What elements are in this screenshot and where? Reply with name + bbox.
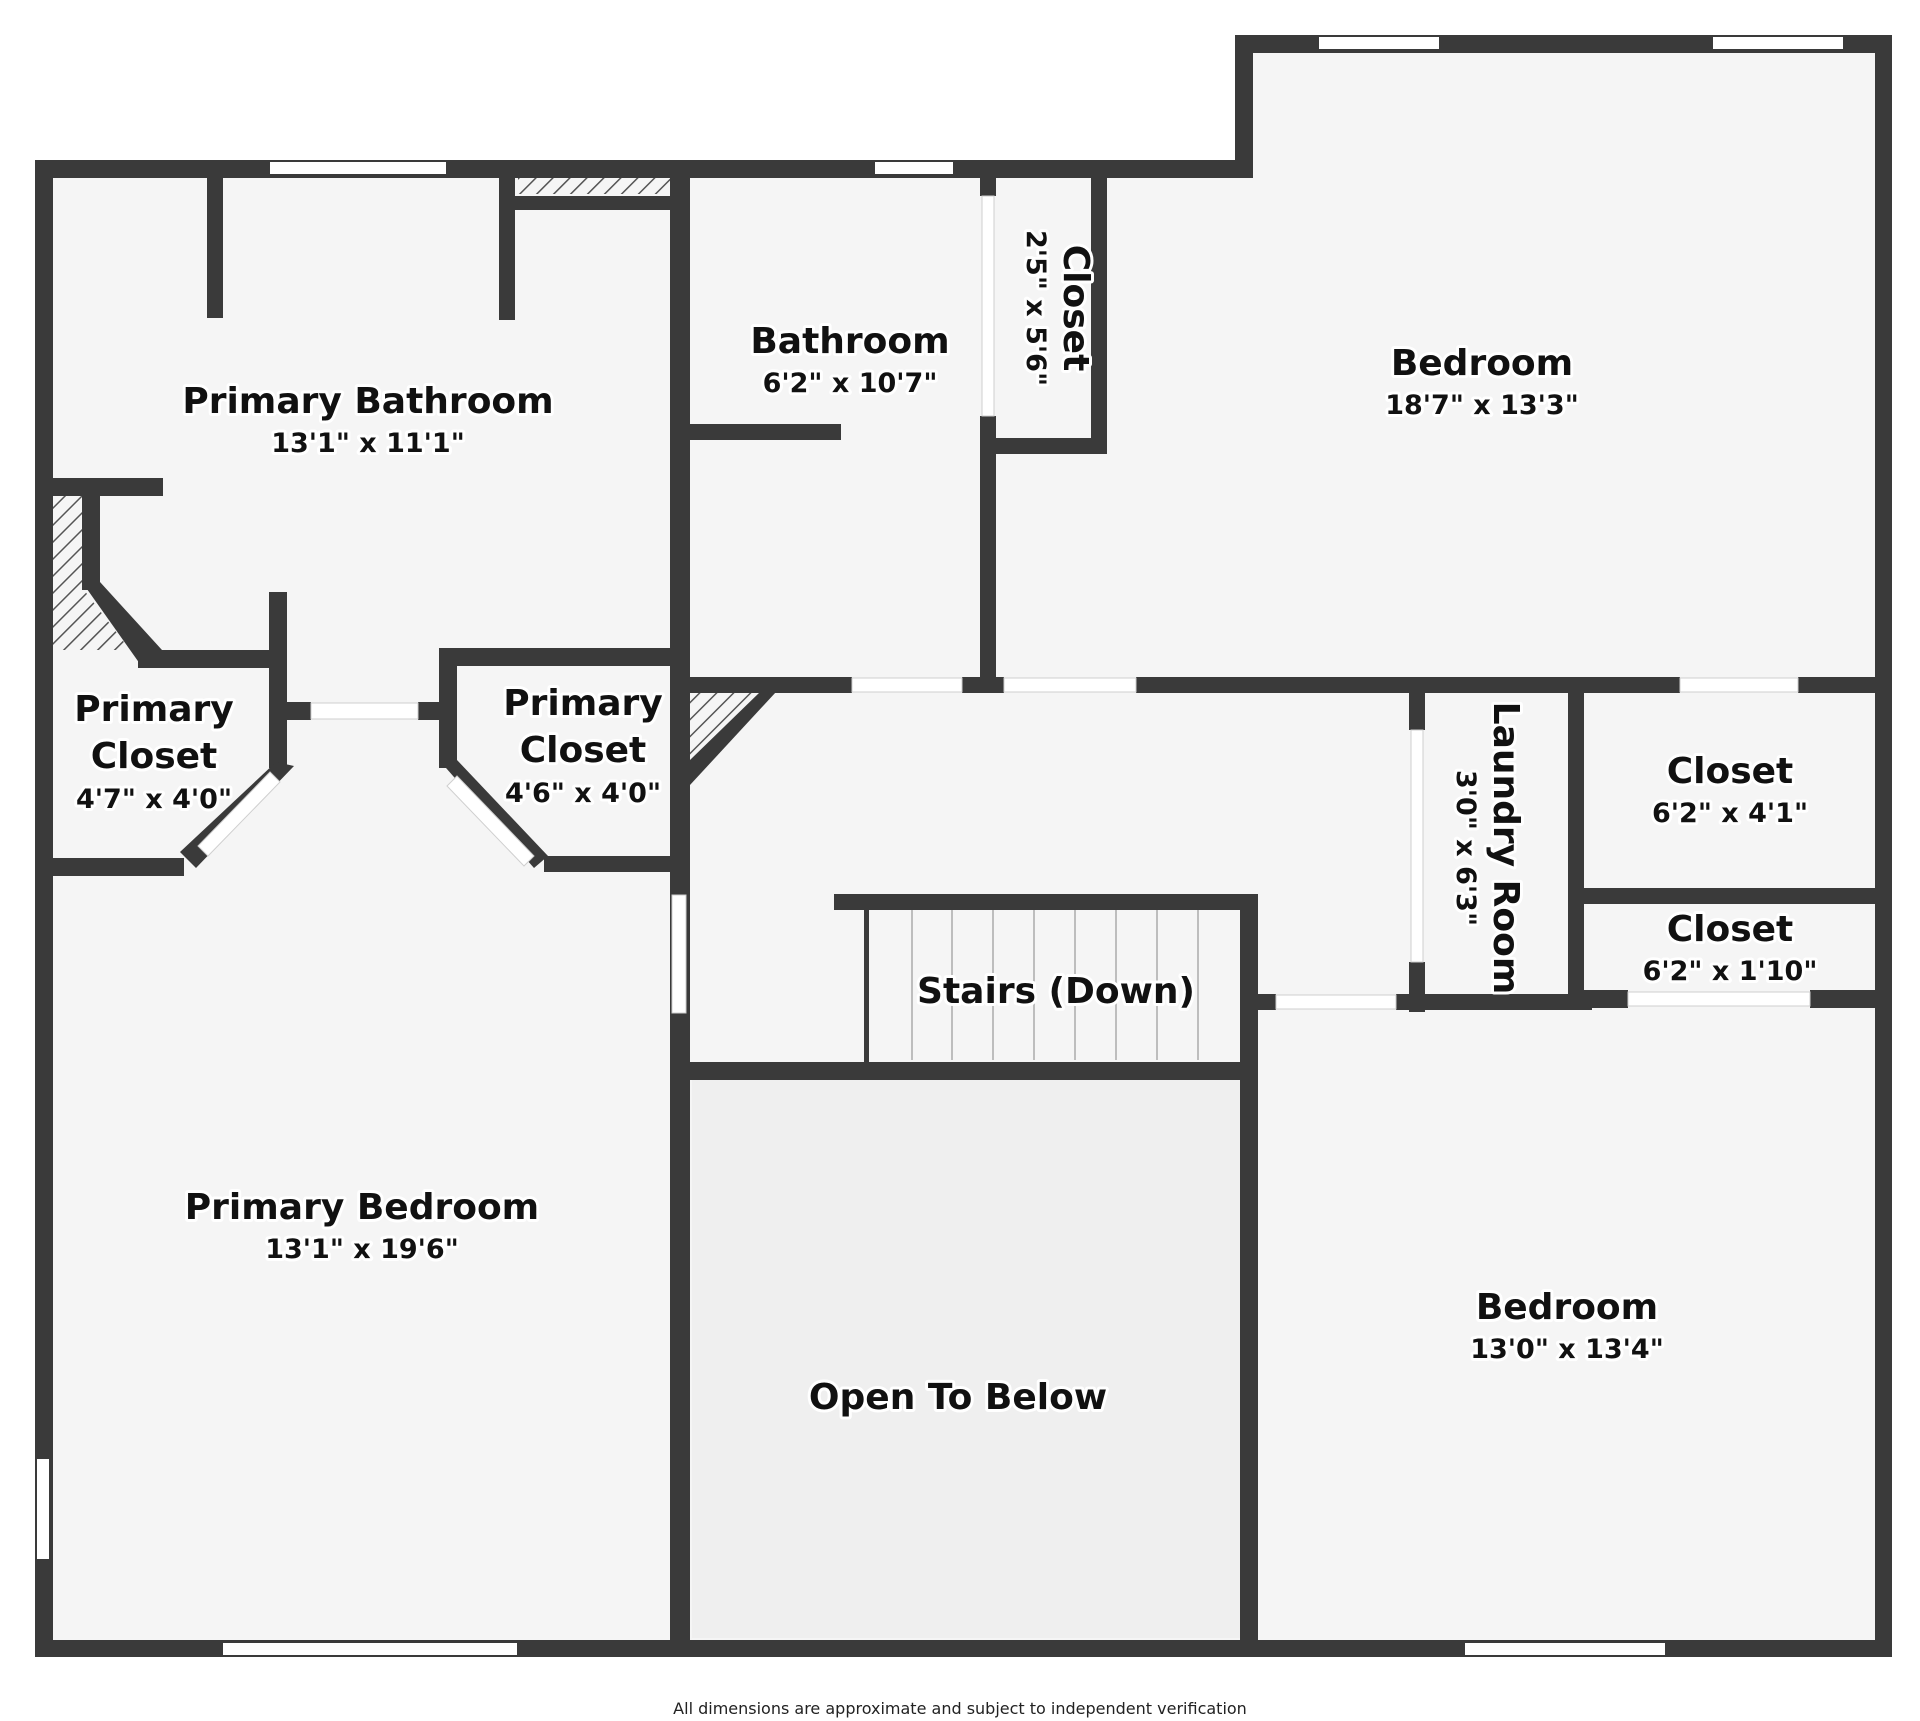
stairs-name: Stairs (Down) (917, 971, 1195, 1012)
primary-closet-left-dim: 4'7" x 4'0" (76, 784, 232, 815)
closet-top-dim: 2'5" x 5'6" (1020, 230, 1051, 386)
laundry-room-dim: 3'0" x 6'3" (1450, 770, 1481, 926)
chase-top (518, 176, 672, 194)
window (1711, 35, 1845, 51)
chase-left (52, 494, 130, 650)
window (221, 1641, 519, 1657)
closet-mid-dim: 6'2" x 4'1" (1652, 798, 1808, 829)
closet-small-name: Closet (1667, 909, 1794, 950)
primary-closet-right-dim: 4'6" x 4'0" (505, 778, 661, 809)
window (35, 1457, 51, 1561)
laundry-room-name: Laundry Room (1485, 702, 1526, 995)
window (268, 160, 448, 176)
primary-closet-right-name-2: Closet (520, 730, 647, 771)
bedroom-bottom-name: Bedroom (1476, 1287, 1658, 1328)
primary-closet-right-name-1: Primary (503, 683, 663, 724)
disclaimer: All dimensions are approximate and subje… (673, 1699, 1247, 1718)
primary-bathroom-name: Primary Bathroom (182, 381, 553, 422)
primary-bathroom-dim: 13'1" x 11'1" (271, 428, 465, 459)
open-to-below-name: Open To Below (809, 1377, 1107, 1418)
window (873, 160, 955, 176)
windows (35, 35, 1845, 1657)
room-labels: Primary Bathroom 13'1" x 11'1" Bathroom … (71, 227, 1820, 1421)
bedroom-top-dim: 18'7" x 13'3" (1385, 390, 1579, 421)
closet-top-name: Closet (1055, 245, 1096, 372)
bathroom-name: Bathroom (750, 321, 949, 362)
floor-main (44, 48, 1880, 1642)
bathroom-dim: 6'2" x 10'7" (763, 368, 938, 399)
floor-areas (44, 48, 1880, 1642)
closet-mid-name: Closet (1667, 751, 1794, 792)
primary-closet-left-name-1: Primary (74, 689, 234, 730)
open-to-below-area (692, 1078, 1242, 1638)
primary-bedroom-name: Primary Bedroom (185, 1187, 539, 1228)
door-openings (197, 195, 1811, 1014)
window (1317, 35, 1441, 51)
bedroom-bottom-dim: 13'0" x 13'4" (1470, 1334, 1664, 1365)
stair-treads (911, 908, 1199, 1060)
primary-closet-left-name-2: Closet (91, 736, 218, 777)
primary-bedroom-dim: 13'1" x 19'6" (265, 1234, 459, 1265)
closet-small-dim: 6'2" x 1'10" (1643, 956, 1818, 987)
bedroom-top-name: Bedroom (1391, 343, 1573, 384)
window (1463, 1641, 1667, 1657)
